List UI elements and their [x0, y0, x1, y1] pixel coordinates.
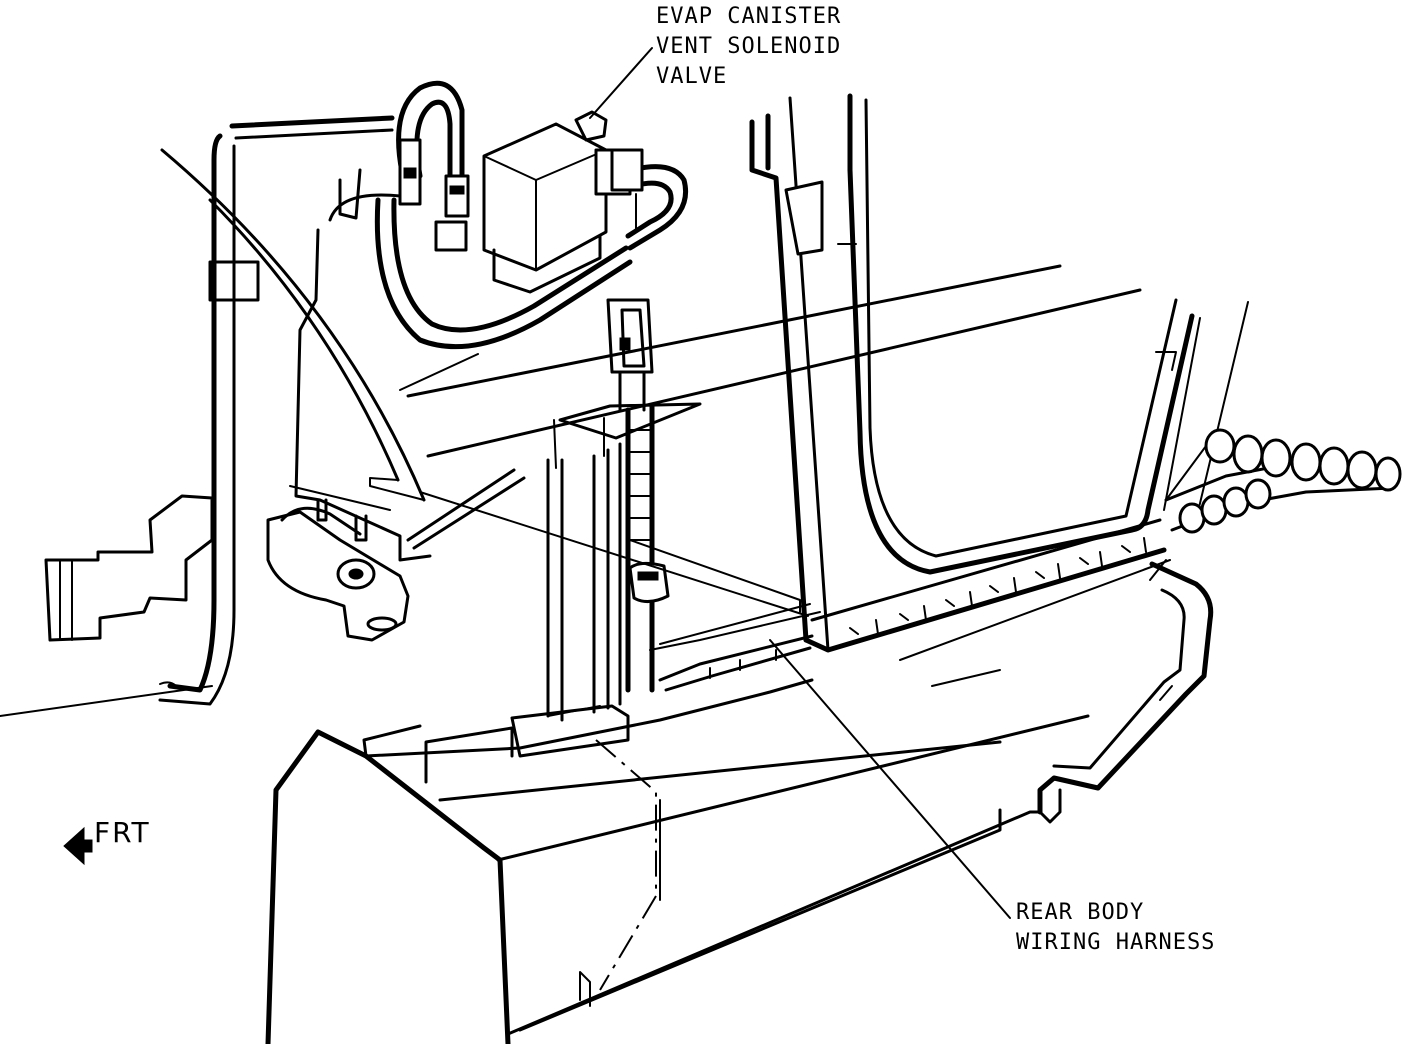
floor-panel-lines [406, 264, 1142, 645]
leader-lines [589, 47, 1011, 919]
front-arrow-icon [63, 826, 93, 866]
evap-label-line-3: VALVE [656, 64, 728, 89]
convoluted-harness [1164, 428, 1402, 534]
front-label-text: FRT [94, 816, 151, 849]
evap-canister-vent-solenoid-label: EVAP CANISTER VENT SOLENOID VALVE [656, 2, 841, 92]
rear-body-wiring-harness-label: REAR BODY WIRING HARNESS [1016, 898, 1215, 958]
evap-label-line-2: VENT SOLENOID [656, 34, 842, 59]
front-direction-label: FRT [64, 818, 151, 848]
foreground-step-panel [265, 678, 1090, 1044]
harness-leader-line [769, 639, 1011, 919]
connector-and-harness [606, 298, 670, 693]
center-post [510, 402, 702, 758]
rocker-sill [649, 518, 1167, 692]
canister-fittings [398, 138, 470, 252]
left-flange [0, 494, 214, 717]
canister-mount-foot [266, 498, 410, 642]
door-opening-frame [749, 93, 1249, 652]
harness-label-line-1: REAR BODY [1016, 900, 1145, 925]
left-frame-bracket [158, 115, 395, 706]
evap-label-line-1: EVAP CANISTER [656, 4, 842, 29]
harness-label-line-2: WIRING HARNESS [1016, 930, 1216, 955]
evap-leader-line [589, 47, 653, 119]
body-curve [160, 148, 426, 502]
rear-right-panel [899, 559, 1214, 824]
vent-solenoid-valve [482, 110, 644, 294]
